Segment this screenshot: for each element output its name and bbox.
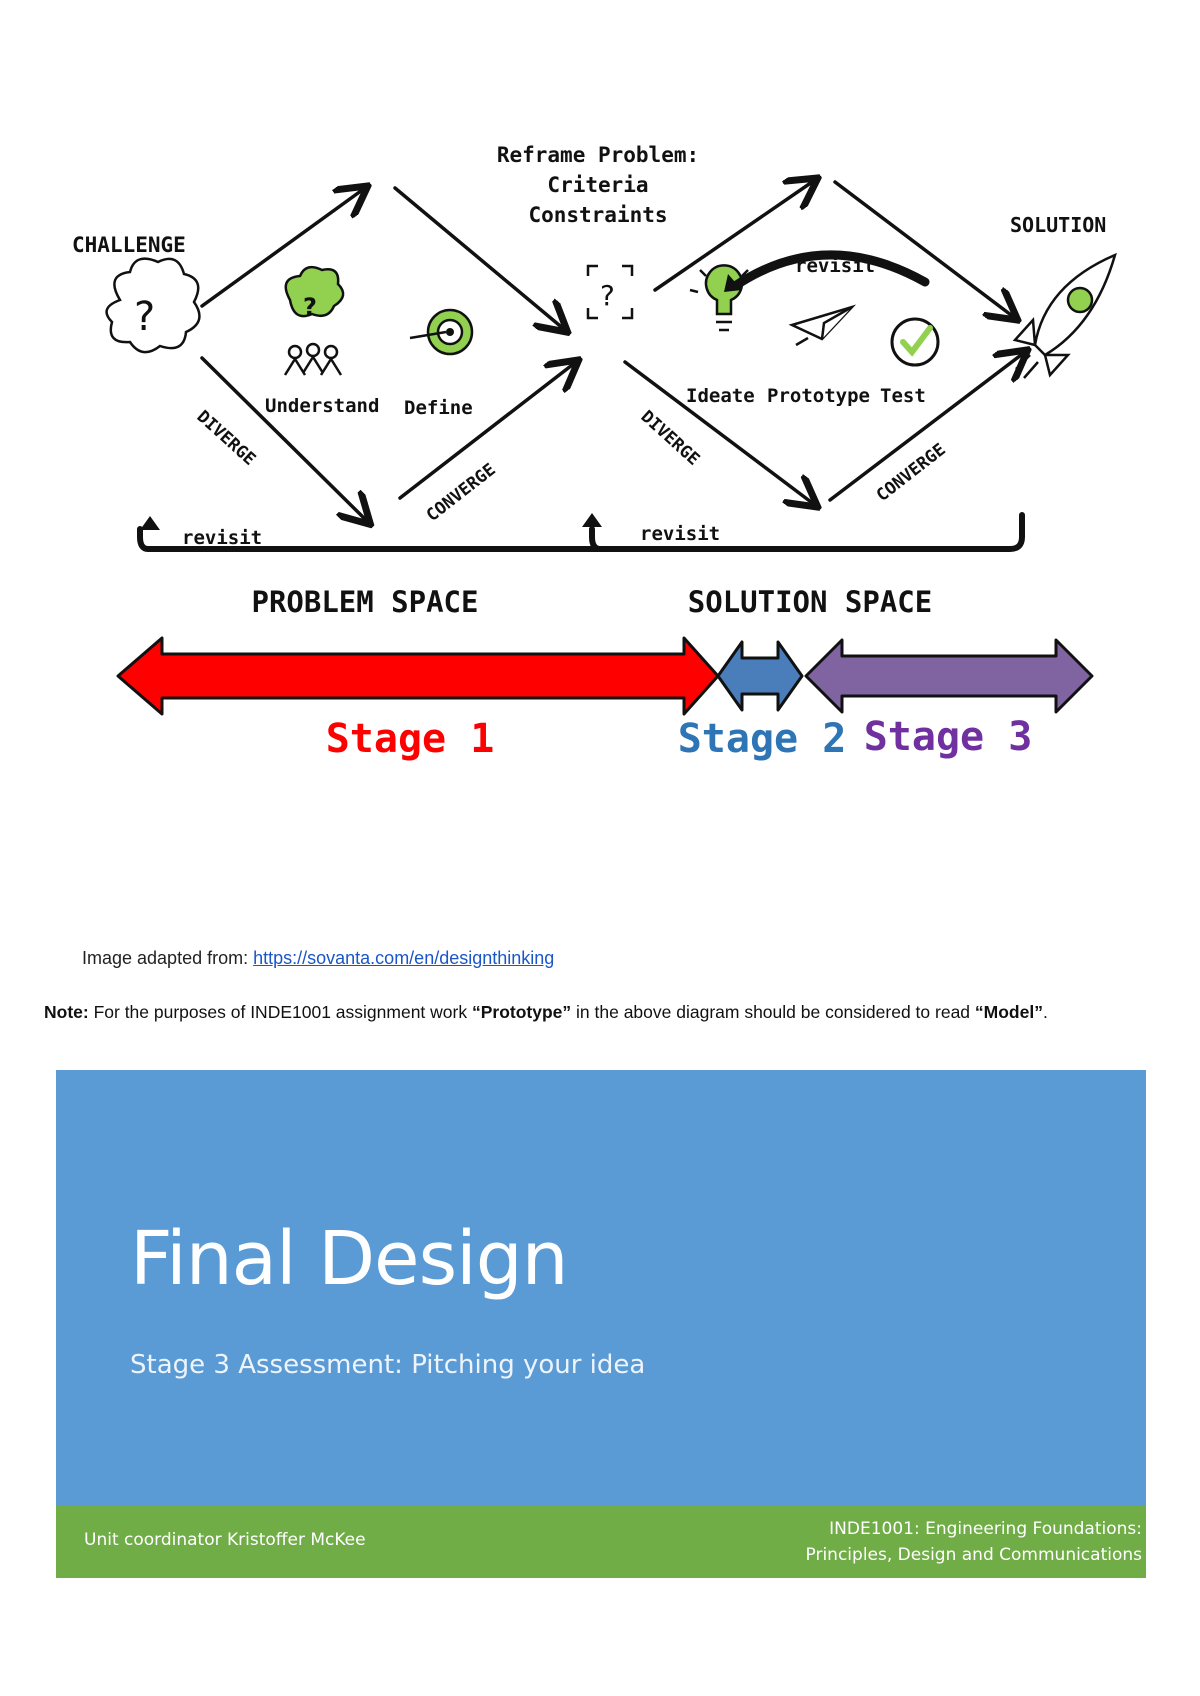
question-cloud-icon: ? — [105, 257, 201, 354]
note-lead: Note: — [44, 1002, 89, 1022]
revisit-label-left: revisit — [182, 527, 262, 549]
lightbulb-icon — [689, 264, 749, 332]
stage3-arrow — [804, 638, 1094, 714]
test-label: Test — [880, 385, 926, 407]
ideate-label: Ideate — [686, 385, 755, 407]
cover-subtitle: Stage 3 Assessment: Pitching your idea — [130, 1350, 646, 1380]
solution-diamond — [623, 180, 1025, 505]
stage2-arrow — [716, 640, 804, 712]
unit-coordinator: Unit coordinator Kristoffer McKee — [84, 1530, 366, 1550]
diverge-label-2: DIVERGE — [637, 407, 704, 470]
rocket-icon — [1012, 252, 1117, 379]
understand-label: Understand — [265, 395, 379, 417]
reframe-constraints: Constraints — [528, 203, 667, 227]
design-thinking-diagram: Reframe Problem: Criteria Constraints CH… — [72, 143, 1117, 762]
note-end: . — [1042, 1002, 1048, 1022]
stage1-label: Stage 1 — [326, 716, 495, 762]
note-term-prototype: “Prototype” — [471, 1002, 572, 1022]
revisit-curve-arrow — [730, 250, 930, 291]
solution-label: SOLUTION — [1010, 213, 1106, 237]
caption-prefix: Image adapted from: — [82, 948, 254, 968]
unit-name: INDE1001: Engineering Foundations: Princ… — [806, 1516, 1142, 1568]
svg-text:?: ? — [600, 279, 615, 312]
note-part1: For the purposes of INDE1001 assignment … — [88, 1002, 472, 1022]
diverge-label-1: DIVERGE — [193, 407, 260, 470]
solution-space-label: SOLUTION SPACE — [688, 585, 932, 619]
revisit-label-right: revisit — [640, 523, 720, 545]
reframe-question-icon: ? — [586, 264, 634, 320]
converge-label-2: CONVERGE — [873, 440, 950, 506]
problem-space-label: PROBLEM SPACE — [252, 585, 479, 619]
source-link[interactable]: https://sovanta.com/en/designthinking — [253, 948, 555, 968]
note-part2: in the above diagram should be considere… — [571, 1002, 975, 1022]
stage1-arrow — [116, 636, 720, 716]
problem-diamond — [200, 188, 576, 522]
reframe-title: Reframe Problem: — [497, 143, 699, 167]
prototype-label: Prototype — [767, 385, 870, 407]
image-caption: Image adapted from: https://sovanta.com/… — [82, 948, 554, 969]
stage2-label: Stage 2 — [678, 716, 847, 762]
svg-text:?: ? — [134, 294, 155, 340]
reframe-criteria: Criteria — [547, 173, 648, 197]
check-circle-icon — [890, 317, 940, 367]
cover-footer: Unit coordinator Kristoffer McKee INDE10… — [56, 1506, 1146, 1578]
define-label: Define — [404, 397, 473, 419]
note-term-model: “Model” — [974, 1002, 1043, 1022]
cover-panel: Final Design Stage 3 Assessment: Pitchin… — [56, 1070, 1146, 1506]
stage3-label: Stage 3 — [864, 714, 1033, 760]
target-icon — [409, 308, 474, 356]
svg-text:?: ? — [303, 293, 317, 321]
understand-icon: ? — [283, 265, 345, 376]
prototype-note: Note: For the purposes of INDE1001 assig… — [44, 1002, 1164, 1023]
revisit-bracket — [137, 512, 1025, 552]
challenge-label: CHALLENGE — [72, 233, 186, 257]
paper-plane-icon — [788, 304, 857, 347]
cover-title: Final Design — [130, 1216, 569, 1302]
unit-name-line2: Principles, Design and Communications — [805, 1545, 1142, 1565]
unit-name-line1: INDE1001: Engineering Foundations: — [829, 1519, 1142, 1539]
revisit-curve-arrowhead — [724, 274, 742, 292]
